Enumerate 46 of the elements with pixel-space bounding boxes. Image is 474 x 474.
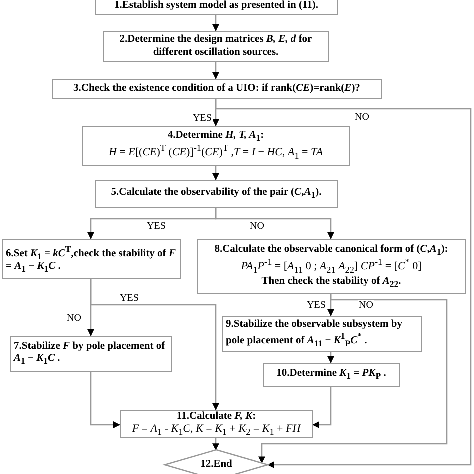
process-box <box>95 180 338 208</box>
step-text: 7.Stabilize F by pole placement of A$_{1}$ − K$_{1}$C . <box>14 341 166 367</box>
edge-label: NO <box>354 112 370 123</box>
edge-label: YES <box>192 113 213 124</box>
step-text: 5.Calculate the observability of the pair (C,A$_{1}$). <box>111 187 322 201</box>
edge-label: NO <box>249 221 266 232</box>
process-box <box>197 239 466 294</box>
step-text: 4.Determine H, T, A$_{1}$: <box>168 130 264 144</box>
edge-label: NO <box>358 300 374 311</box>
formula: H = E[(CE)$^{T}$ (CE)]$^{-1}$(CE)$^{T}$ ,T = I − HC, A$_{1}$ = TA <box>108 143 324 162</box>
process-box <box>10 336 172 372</box>
flow-arrow <box>212 62 220 80</box>
step-text: 9.Stabilize the observable subsystem by pole placement of A$_{11}$ − K$^{1}$$_{P}$C$^{*}$ . <box>226 319 404 349</box>
step-text: 12.End <box>200 458 232 472</box>
flow-arrow <box>90 372 120 428</box>
step-text: 6.Set K$_{1}$ = kC$^{T}$,check the stability of F = A$_{1}$ − K$_{1}$C . <box>6 244 177 274</box>
formula: F = A$_{1}$ - K$_{1}$C, K = K$_{1}$ + K$_{2}$ = K$_{1}$ + FH <box>132 422 301 438</box>
step-text: 2.Determine the design matrices B, E, d for different oscillation sources. <box>118 34 314 59</box>
process-box <box>103 31 329 62</box>
step-text: Then check the stability of A$_{22}$. <box>262 276 402 289</box>
flow-arrow <box>212 166 220 180</box>
flow-arrow <box>328 352 334 364</box>
step-text: 10.Determine K$_{1}$ = PK$_{P}$ . <box>276 368 386 382</box>
process-box <box>263 363 400 387</box>
flow-arrow <box>312 387 332 428</box>
flow-arrow <box>215 99 472 468</box>
step-text: 3.Check the existence condition of a UIO: if rank(CE)=rank(E)? <box>74 82 360 96</box>
process-box <box>82 126 350 166</box>
edge-label: NO <box>66 313 82 324</box>
flow-arrow <box>258 294 448 464</box>
flow-arrow <box>88 279 94 336</box>
process-box <box>95 0 338 15</box>
edge-label: YES <box>119 293 140 304</box>
end-diamond <box>165 450 268 474</box>
edge-label: YES <box>306 300 327 311</box>
process-box <box>52 79 382 99</box>
process-box <box>222 316 422 352</box>
process-box <box>120 410 313 438</box>
edge-label: YES <box>146 221 167 232</box>
step-text: 1.Establish system model as presented in (11). <box>114 0 318 13</box>
step-text: 8.Calculate the observable canonical form of (C,A$_{1}$): <box>214 244 448 258</box>
flow-arrow <box>212 438 220 451</box>
formula: PA$_{1}$P$^{-1}$ = [A$_{11}$ 0 ; A$_{21}$ A$_{22}$] CP$^{-1}$ = [C$^{*}$ 0] <box>241 257 422 276</box>
flow-arrow <box>212 15 220 32</box>
step-text: 11.Calculate F, K: <box>176 410 256 423</box>
flow-arrow <box>215 208 334 240</box>
